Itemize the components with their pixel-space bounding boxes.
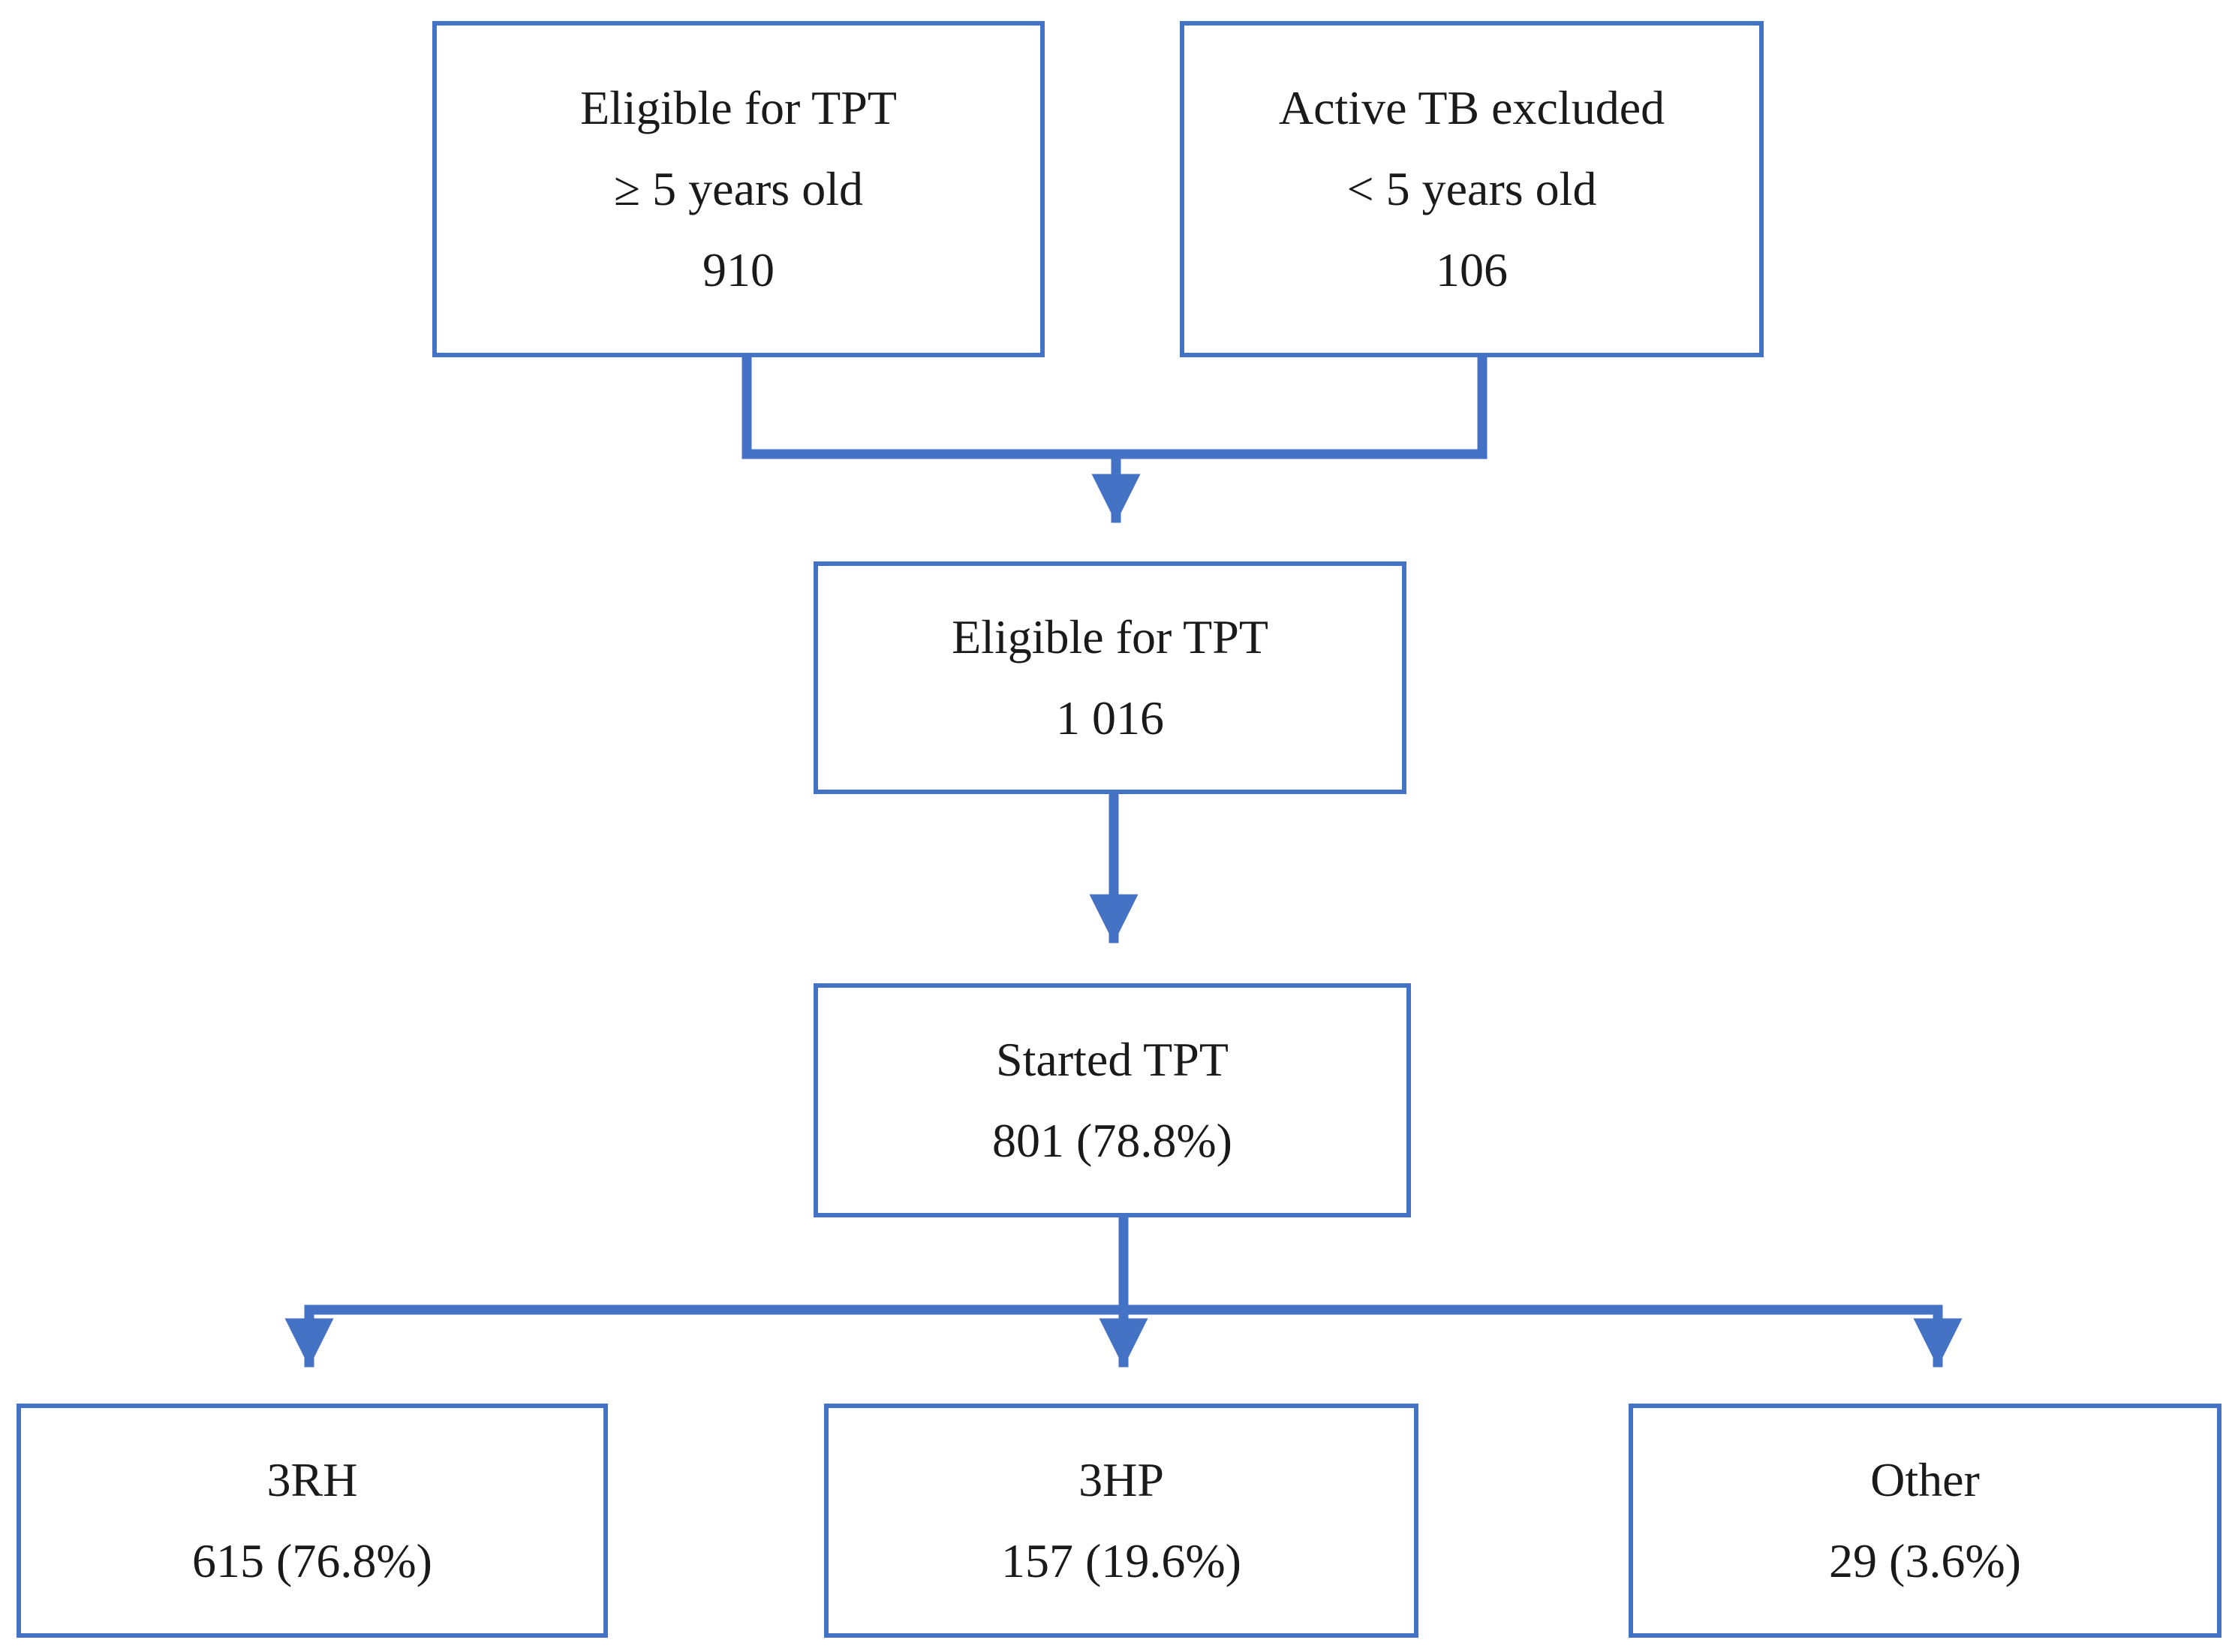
count-value: 1 016 bbox=[1056, 691, 1164, 745]
age-criterion: ≥ 5 years old bbox=[614, 162, 863, 215]
count-value: 801 (78.8%) bbox=[992, 1114, 1232, 1167]
started-tpt-box: Started TPT 801 (78.8%) bbox=[814, 983, 1411, 1217]
age-criterion: < 5 years old bbox=[1346, 162, 1597, 215]
merge-connector-line bbox=[741, 352, 1488, 459]
count-value: 910 bbox=[702, 243, 775, 296]
regimen-other-box: Other 29 (3.6%) bbox=[1629, 1404, 2221, 1638]
eligible-5-plus-box: Eligible for TPT ≥ 5 years old 910 bbox=[432, 21, 1045, 357]
count-value: 157 (19.6%) bbox=[1001, 1534, 1241, 1587]
box-title: 3HP bbox=[1078, 1453, 1164, 1506]
box-title: Eligible for TPT bbox=[952, 610, 1268, 664]
box-title: Eligible for TPT bbox=[580, 81, 897, 134]
eligible-total-box: Eligible for TPT 1 016 bbox=[814, 561, 1406, 794]
regimen-3rh-box: 3RH 615 (76.8%) bbox=[17, 1404, 608, 1638]
count-value: 29 (3.6%) bbox=[1829, 1534, 2021, 1587]
count-value: 106 bbox=[1436, 243, 1508, 296]
count-value: 615 (76.8%) bbox=[192, 1534, 432, 1587]
active-tb-excluded-box: Active TB excluded < 5 years old 106 bbox=[1180, 21, 1764, 357]
box-title: Other bbox=[1870, 1453, 1980, 1506]
regimen-3hp-box: 3HP 157 (19.6%) bbox=[824, 1404, 1418, 1638]
box-title: Started TPT bbox=[996, 1033, 1229, 1086]
box-title: 3RH bbox=[266, 1453, 358, 1506]
box-title: Active TB excluded bbox=[1278, 81, 1665, 134]
